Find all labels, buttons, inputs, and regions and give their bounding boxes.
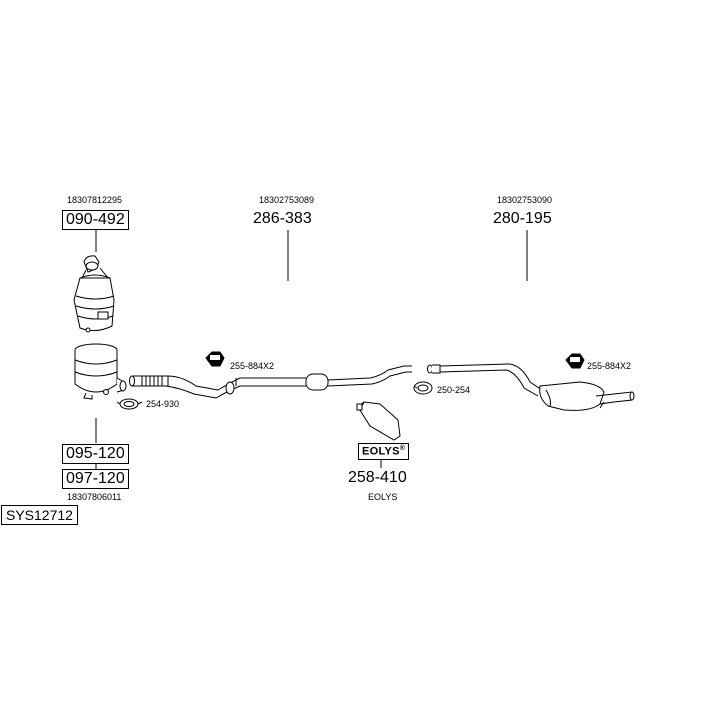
- clamp-250-254-drawing: [414, 382, 432, 394]
- rear-silencer-part-number[interactable]: 280-195: [493, 210, 552, 227]
- clamp-254-930-drawing: [117, 399, 142, 409]
- hanger-left-label[interactable]: 255-884X2: [230, 361, 275, 371]
- rear-silencer-drawing: [428, 364, 635, 410]
- front-pipe-oe-number: 18302753089: [259, 195, 315, 205]
- catalyst-part-number[interactable]: 090-492: [62, 210, 129, 230]
- hanger-right-label[interactable]: 255-884X2: [587, 361, 632, 371]
- eolys-part-number[interactable]: 258-410: [348, 469, 407, 486]
- eolys-badge: EOLYS®: [358, 443, 410, 460]
- eolys-name: EOLYS: [368, 492, 398, 502]
- rear-silencer-oe-number: 18302753090: [497, 195, 553, 205]
- eolys-registered-mark: ®: [399, 445, 406, 452]
- dpf-part-number-2[interactable]: 097-120: [62, 469, 129, 489]
- clamp-mid-label[interactable]: 250-254: [437, 385, 471, 395]
- clamp-left-label[interactable]: 254-930: [146, 399, 180, 409]
- catalyst-drawing: [74, 256, 114, 332]
- front-pipe-drawing: [130, 366, 413, 398]
- dpf-part-number-1[interactable]: 095-120: [62, 444, 129, 464]
- system-code: SYS12712: [1, 505, 78, 525]
- catalyst-oe-number: 18307812295: [67, 195, 123, 205]
- hanger-left-drawing: [206, 352, 224, 366]
- eolys-badge-text: EOLYS: [362, 445, 400, 458]
- dpf-oe-number: 18307806011: [67, 492, 122, 502]
- dpf-drawing: [75, 344, 126, 399]
- front-pipe-part-number[interactable]: 286-383: [253, 210, 312, 227]
- hanger-right-drawing: [566, 354, 584, 368]
- eolys-pouch-drawing: [357, 402, 400, 440]
